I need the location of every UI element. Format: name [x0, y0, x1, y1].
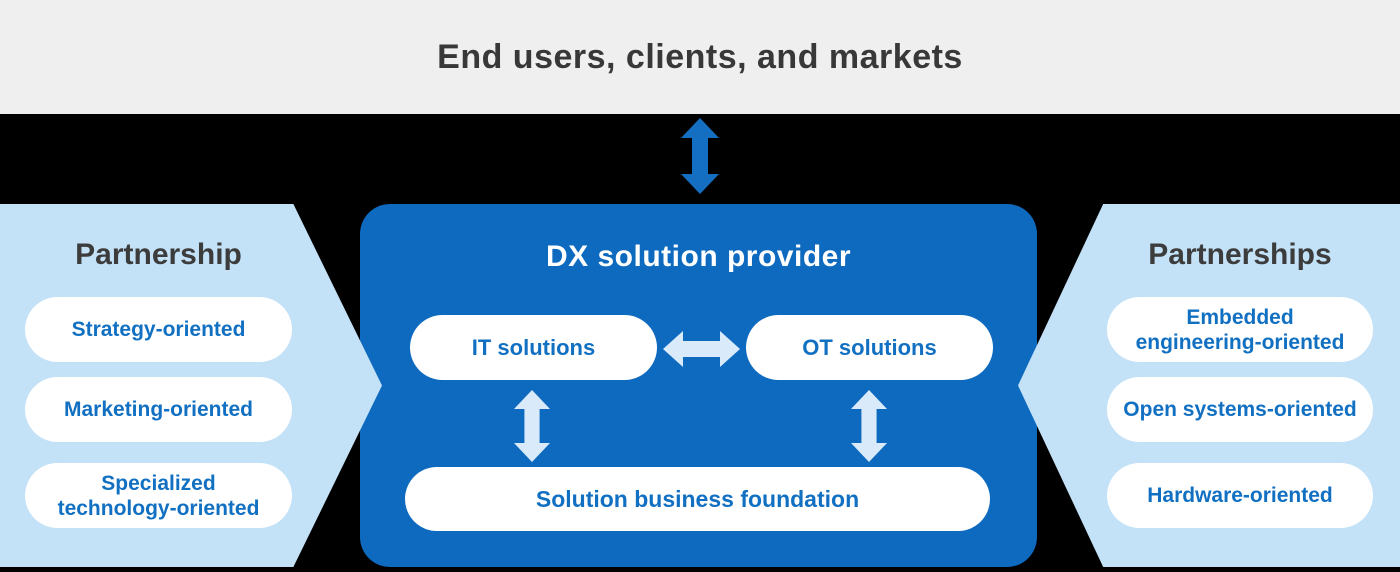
box-title: DX solution provider: [545, 240, 852, 273]
it-solutions-pill: IT solutions: [410, 315, 657, 380]
left-right-arrow-icon: [663, 331, 740, 367]
marketing-oriented-pill: Marketing-oriented: [25, 377, 292, 442]
strategy-oriented-pill: Strategy-oriented: [25, 297, 292, 362]
end-users-banner: End users, clients, and markets: [0, 0, 1400, 114]
banner-label: End users, clients, and markets: [437, 37, 963, 76]
embedded-engineering-oriented-pill: Embedded engineering-oriented: [1107, 297, 1373, 362]
dx-solution-provider-box: DX solution provider IT solutions OT sol…: [360, 204, 1037, 567]
up-down-arrow-icon: [681, 118, 719, 194]
hardware-oriented-pill: Hardware-oriented: [1107, 463, 1373, 528]
open-systems-oriented-pill: Open systems-oriented: [1107, 377, 1373, 442]
right-panel-title: Partnerships: [1148, 238, 1332, 271]
up-down-arrow-icon: [514, 388, 550, 464]
up-down-arrow-icon: [851, 388, 887, 464]
ot-solutions-pill: OT solutions: [746, 315, 993, 380]
left-panel-title: Partnership: [75, 238, 242, 271]
specialized-technology-oriented-pill: Specialized technology-oriented: [25, 463, 292, 528]
solution-business-foundation-pill: Solution business foundation: [405, 467, 990, 531]
partnerships-panel-right: Partnerships Embedded engineering-orient…: [1018, 204, 1400, 567]
partnership-panel-left: Partnership Strategy-oriented Marketing-…: [0, 204, 382, 567]
